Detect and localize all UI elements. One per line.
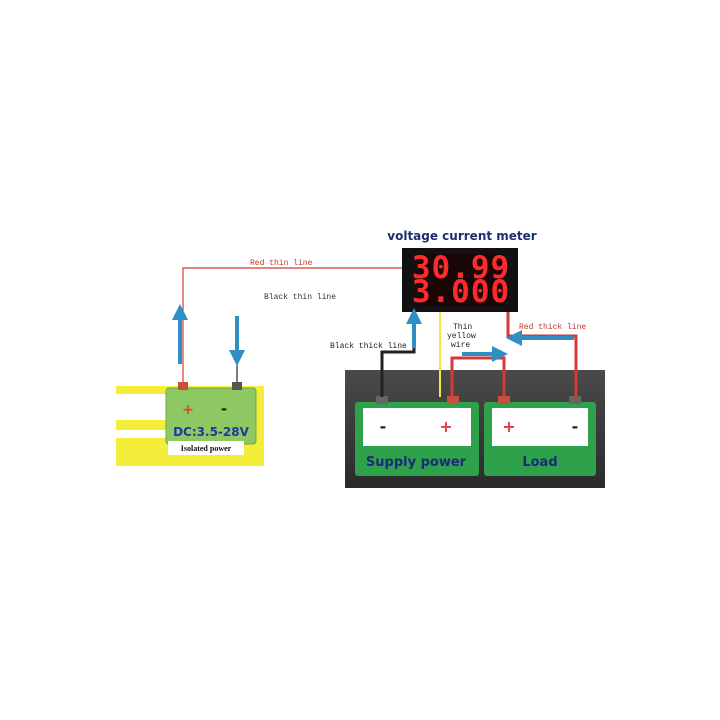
source-minus-terminal <box>232 382 242 390</box>
current-readout: 3.000 <box>412 274 510 310</box>
source-cutout-top <box>116 394 166 420</box>
load-minus-terminal <box>569 396 581 404</box>
load-battery-window <box>492 408 588 446</box>
meter-screen <box>418 254 504 306</box>
supply-power-battery: - + Supply power <box>355 396 479 476</box>
supply-minus-sign: - <box>380 417 387 436</box>
source-minus-sign: - <box>221 400 227 418</box>
black-thick-line-label: Black thick line <box>330 342 407 351</box>
red-jumper-wire <box>450 356 506 397</box>
supply-minus-terminal <box>376 396 388 404</box>
source-voltage-range: DC:3.5-28V <box>173 425 250 439</box>
supply-plus-sign: + <box>439 417 452 436</box>
red-thick-line-label: Red thick line <box>519 323 586 332</box>
voltage-current-meter: 30.99 3.000 <box>402 248 518 312</box>
isolated-power-source: + - DC:3.5-28V Isolated power <box>116 382 264 466</box>
source-plus-terminal <box>178 382 188 390</box>
supply-plus-terminal <box>447 396 459 404</box>
source-label: Isolated power <box>181 444 232 453</box>
supply-battery-window <box>363 408 471 446</box>
red-thin-wire <box>182 267 402 382</box>
voltage-readout: 30.99 <box>412 250 510 286</box>
load-minus-sign: - <box>572 417 579 436</box>
red-thin-line-label: Red thin line <box>250 259 313 268</box>
thin-yellow-label-line2: yellow <box>447 332 476 341</box>
source-plus-sign: + <box>182 402 194 418</box>
load-battery: + - Load <box>484 396 596 476</box>
thin-yellow-label-line1: Thin <box>453 323 472 332</box>
source-label-box <box>168 441 244 455</box>
load-label: Load <box>522 455 557 470</box>
load-plus-sign: + <box>502 417 515 436</box>
thin-yellow-label-line3: wire <box>451 341 470 350</box>
meter-title: voltage current meter <box>387 229 537 243</box>
supply-power-label: Supply power <box>366 455 467 470</box>
source-cutout-bottom <box>116 430 166 438</box>
black-thin-line-label: Black thin line <box>264 293 336 302</box>
load-plus-terminal <box>498 396 510 404</box>
